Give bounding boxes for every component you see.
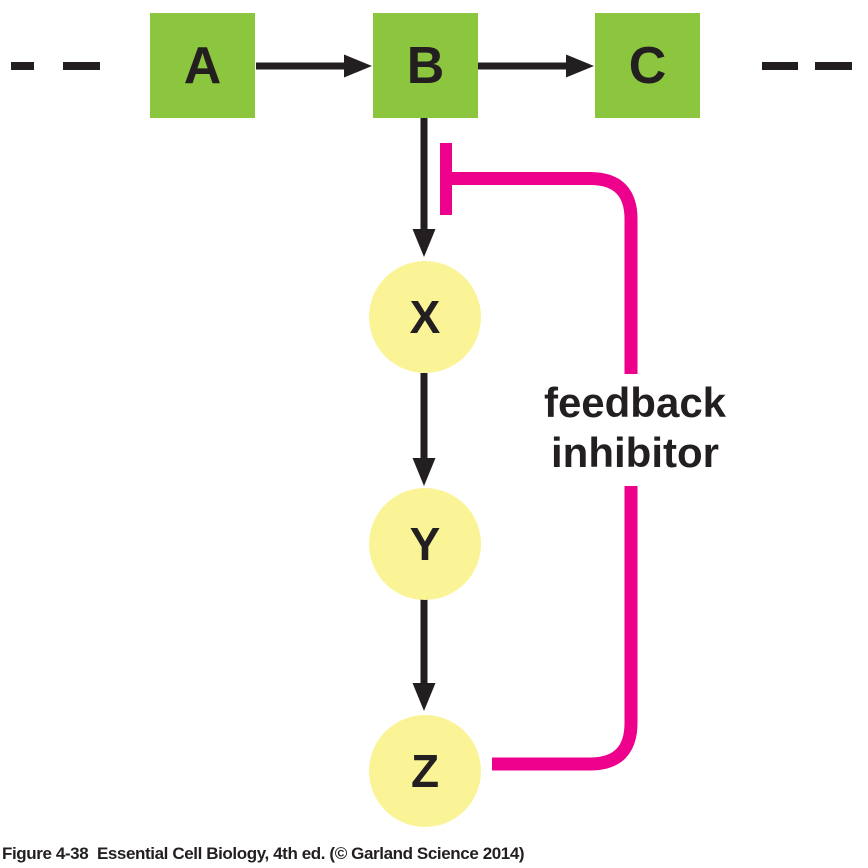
inhibition-t-bar-icon bbox=[440, 143, 452, 215]
node-a-label: A bbox=[183, 36, 222, 95]
node-x-label: X bbox=[409, 291, 441, 343]
node-circle-y: Y bbox=[369, 488, 481, 600]
node-square-a: A bbox=[150, 13, 255, 118]
node-square-c: C bbox=[595, 13, 700, 118]
arrow-y-to-z-head-icon bbox=[412, 683, 436, 711]
node-circle-z: Z bbox=[369, 715, 481, 827]
arrow-b-to-c-head-icon bbox=[566, 54, 594, 78]
dash-right-2-icon bbox=[815, 62, 852, 70]
feedback-inhibitor-label-line1: feedback bbox=[543, 379, 727, 426]
arrow-b-to-x-head-icon bbox=[412, 229, 436, 257]
feedback-inhibitor-label: feedback inhibitor bbox=[533, 374, 737, 486]
arrow-a-to-b-head-icon bbox=[344, 54, 372, 78]
dash-right-1-icon bbox=[762, 62, 798, 70]
node-square-b: B bbox=[373, 13, 478, 118]
node-y-label: Y bbox=[409, 518, 441, 570]
node-b-label: B bbox=[406, 36, 445, 95]
dash-left-2-icon bbox=[63, 62, 100, 70]
arrow-x-to-y-head-icon bbox=[412, 458, 436, 486]
node-z-label: Z bbox=[410, 745, 440, 797]
node-circle-x: X bbox=[369, 261, 481, 373]
feedback-inhibitor-label-line2: inhibitor bbox=[551, 429, 719, 476]
node-c-label: C bbox=[628, 36, 667, 95]
dash-left-1-icon bbox=[11, 62, 34, 70]
figure-caption: Figure 4-38 Essential Cell Biology, 4th … bbox=[2, 844, 525, 863]
